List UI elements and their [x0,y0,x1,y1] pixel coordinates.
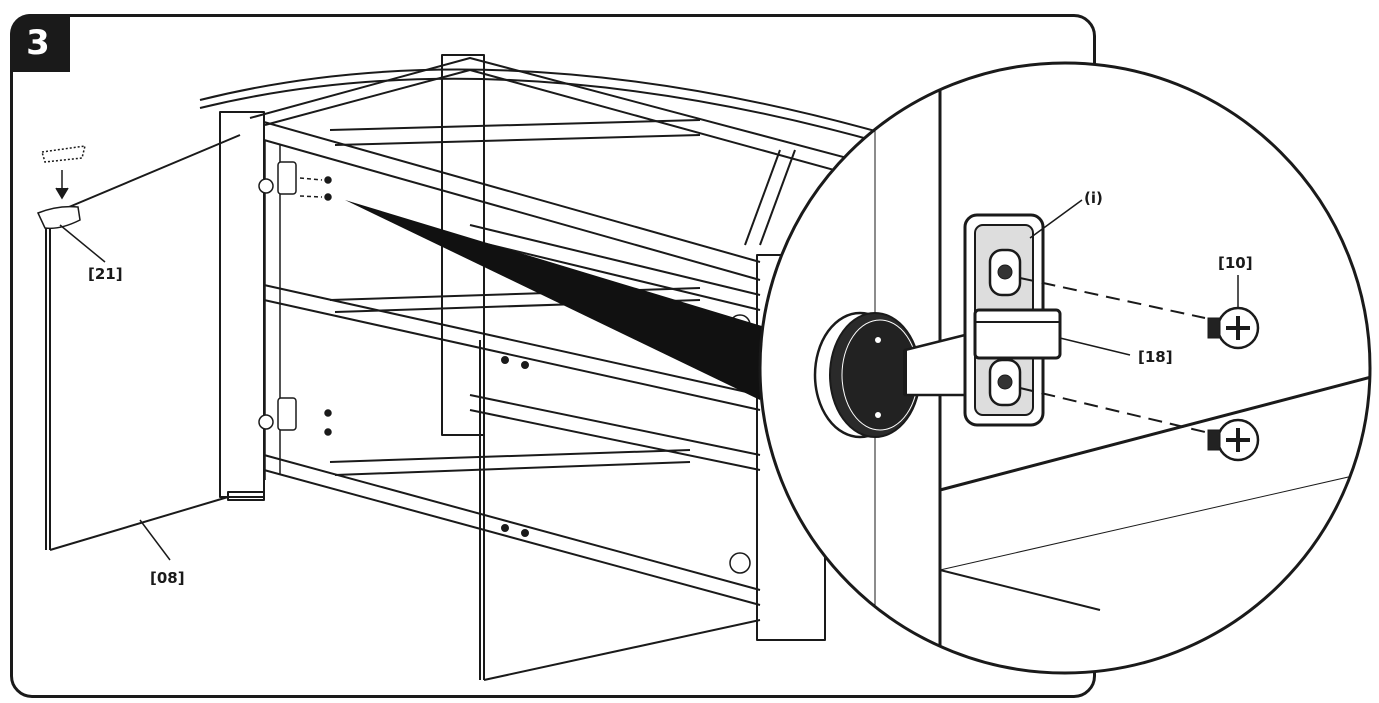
callout-wedge [345,200,775,400]
frame-hinges [258,161,751,574]
leader-lines [59,224,171,561]
detail-contents [813,63,1370,673]
step-number-badge: 3 [10,14,70,72]
left-door [45,134,241,551]
door-handle [36,145,86,230]
label-handle: [21] [88,265,123,283]
label-hardware-i: (i) [1084,189,1103,207]
right-door [479,340,761,681]
label-hinge-plate: [18] [1138,348,1173,366]
cabinet-frame [199,54,941,641]
detail-zoom-circle [758,61,1372,675]
front-left-leg [219,111,265,498]
label-door: [08] [150,569,185,587]
label-screw: [10] [1218,254,1253,272]
